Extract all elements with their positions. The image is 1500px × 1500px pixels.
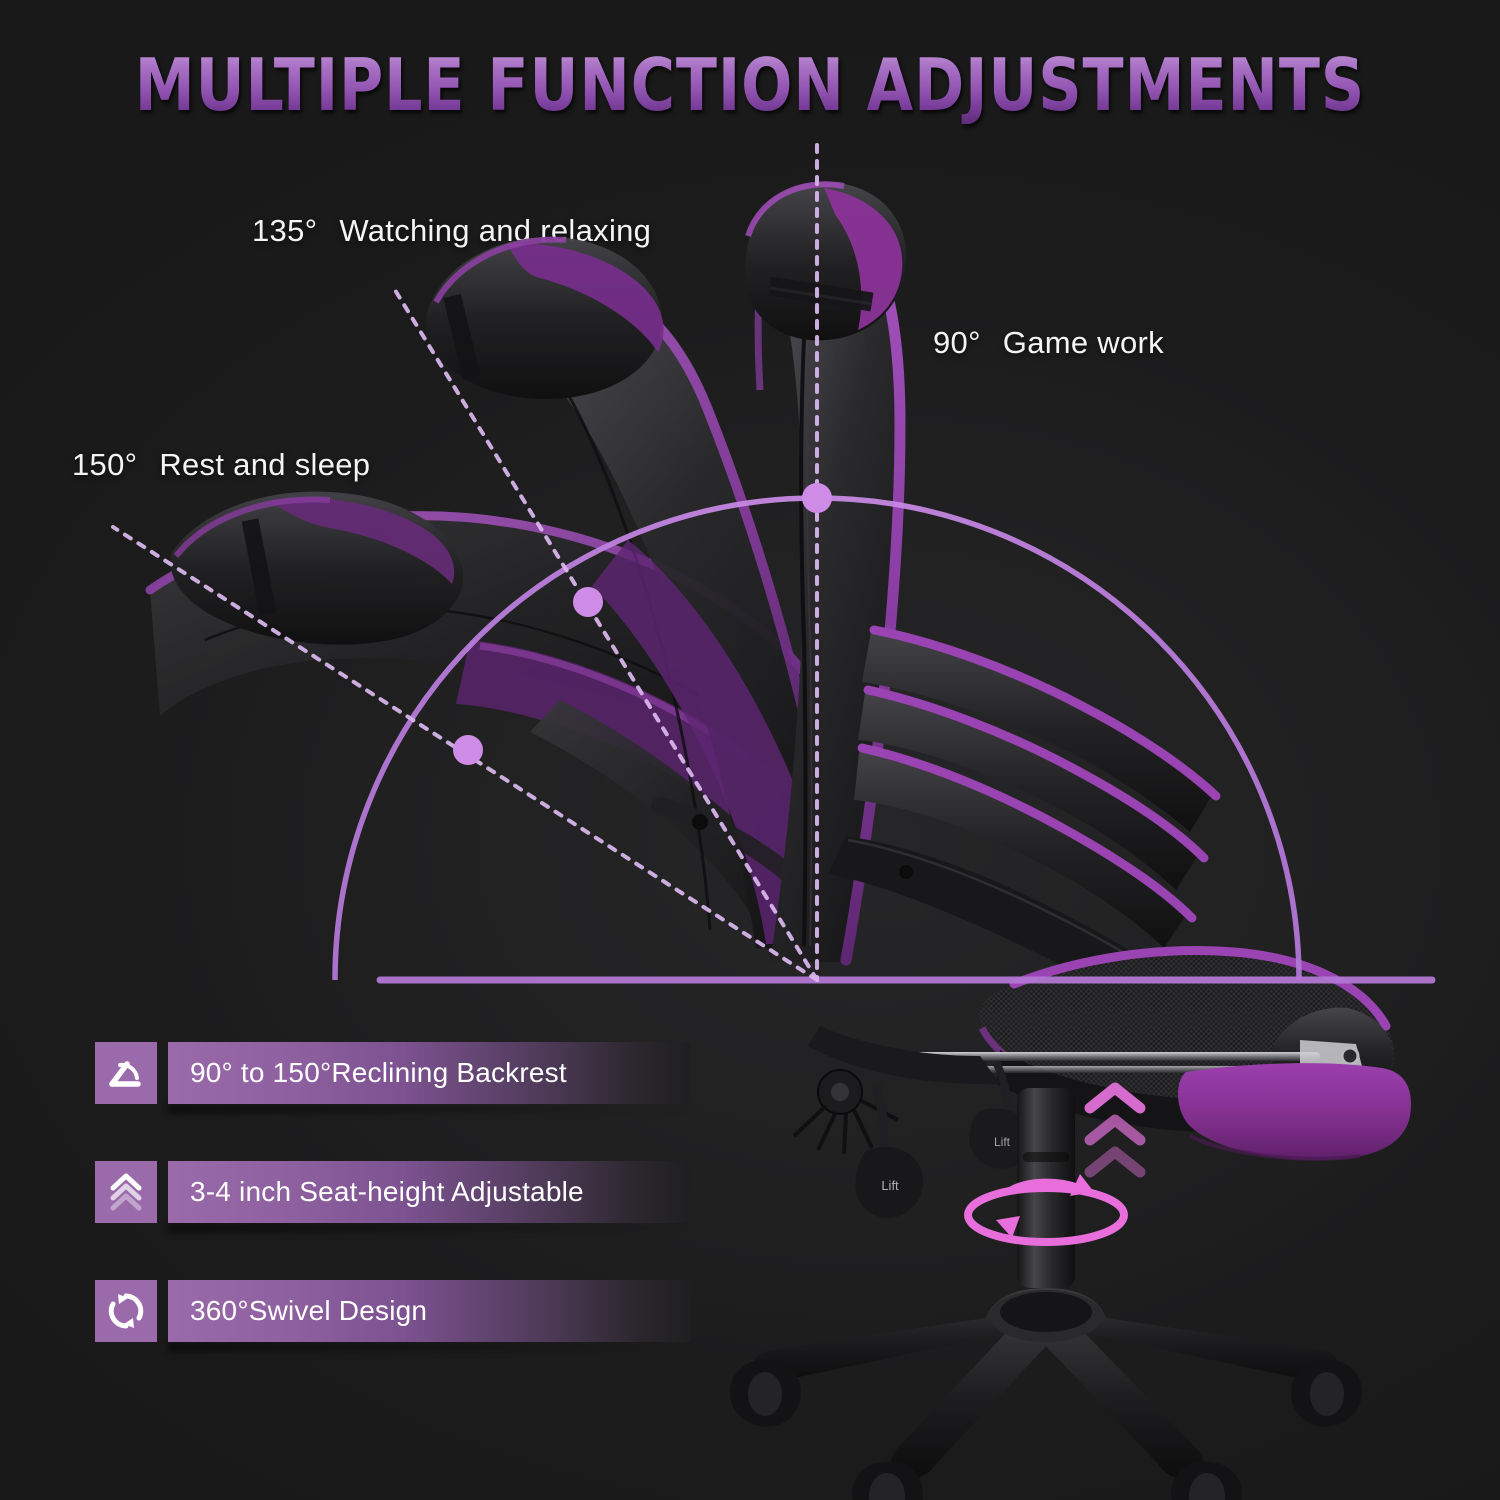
angle-callout-90: 90° Game work [933, 325, 1164, 361]
angle-callout-135: 135° Watching and relaxing [252, 213, 651, 249]
svg-text:Lift: Lift [881, 1178, 899, 1193]
headrest-150 [170, 491, 464, 645]
arc-marker-90 [802, 483, 832, 513]
angle-callout-150: 150° Rest and sleep [72, 447, 370, 483]
feature-bar-swivel: 360°Swivel Design [168, 1280, 691, 1342]
chevrons-up-icon [95, 1161, 157, 1223]
footrest [880, 1040, 1411, 1161]
rotate-360-icon [95, 1280, 157, 1342]
seat-height-up-arrows [1084, 1082, 1146, 1178]
feature-label-swivel: 360°Swivel Design [190, 1295, 428, 1326]
guide-line-135 [393, 288, 819, 982]
seat-back-ribs [854, 625, 1221, 948]
360-degree-swivel-ring [964, 1174, 1128, 1246]
angle-label-135: Watching and relaxing [339, 213, 652, 248]
tilt-mechanism: Lift Lift [792, 1026, 1033, 1218]
page-title: MULTIPLE FUNCTION ADJUSTMENTS [53, 47, 1448, 124]
headrest-135 [426, 236, 664, 399]
feature-label-reclining: 90° to 150°Reclining Backrest [190, 1057, 567, 1088]
arc-marker-150 [453, 735, 483, 765]
angle-degree-90: 90° [933, 325, 981, 360]
angle-degree-135: 135° [252, 213, 318, 248]
recline-angle-icon [95, 1042, 157, 1104]
svg-text:Lift: Lift [994, 1135, 1011, 1149]
angle-degree-150: 150° [72, 447, 138, 482]
feature-bar-shadow [168, 1223, 691, 1233]
feature-bar-shadow [168, 1342, 691, 1352]
feature-bar-reclining: 90° to 150°Reclining Backrest [168, 1042, 691, 1104]
feature-label-seat-height: 3-4 inch Seat-height Adjustable [190, 1176, 584, 1207]
arc-marker-135 [573, 587, 603, 617]
casters [730, 1359, 1362, 1500]
headrest-90 [745, 181, 907, 341]
feature-bar-seat-height: 3-4 inch Seat-height Adjustable [168, 1161, 691, 1223]
chair-pose-135 [426, 236, 832, 948]
base-legs [753, 1288, 1339, 1480]
angle-label-90: Game work [1002, 325, 1164, 360]
angle-label-150: Rest and sleep [159, 447, 371, 482]
feature-bar-shadow [168, 1104, 691, 1114]
